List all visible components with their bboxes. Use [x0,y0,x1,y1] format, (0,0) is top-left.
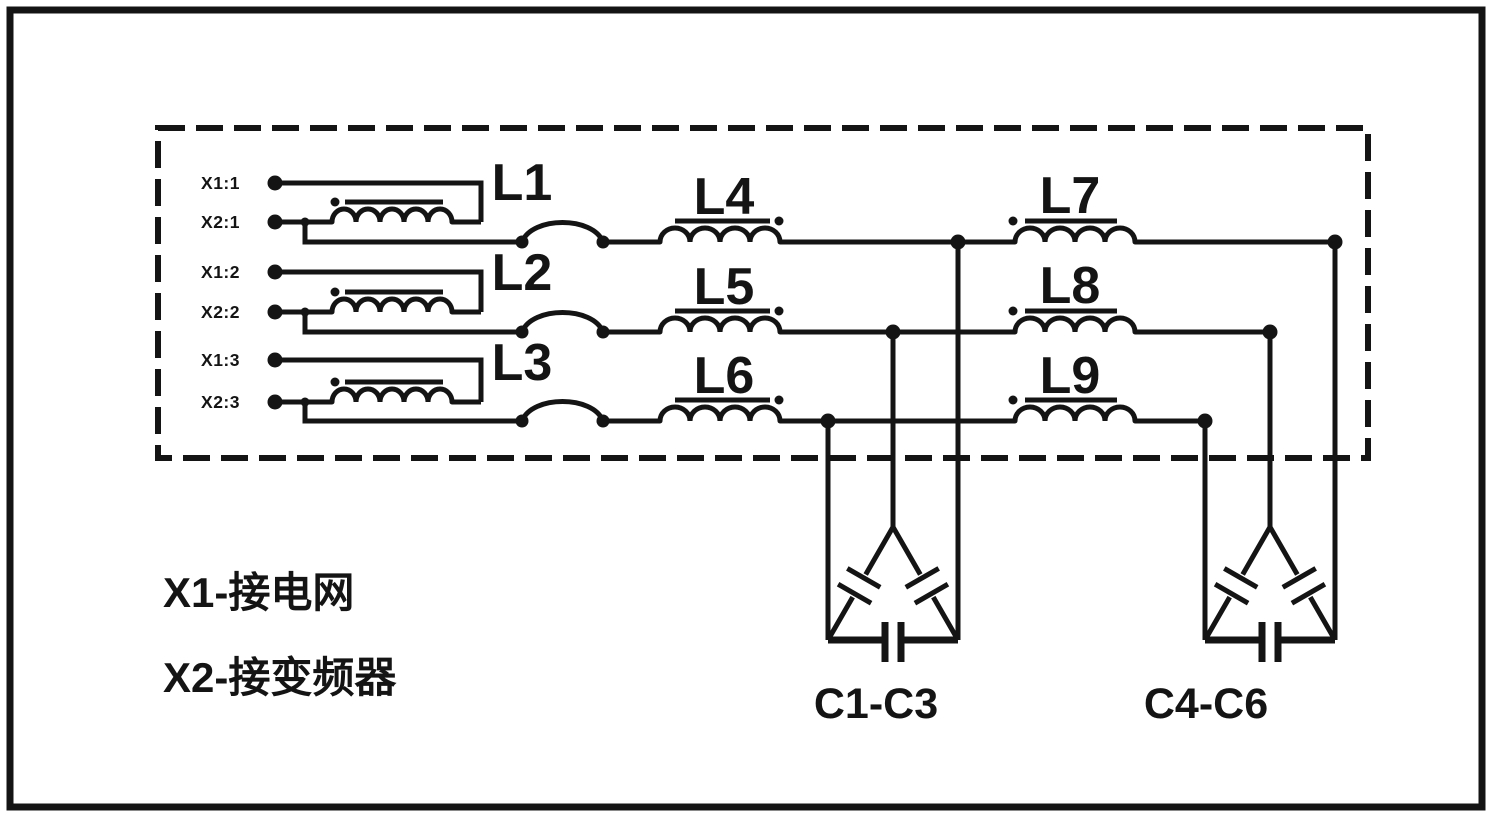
phase-1-circuit [267,175,1343,250]
phase-2-circuit [267,264,1278,340]
phase-3-circuit [267,352,1213,429]
junction-dot [596,325,610,339]
terminal-label-x2-3: X2:3 [201,392,240,412]
delta-capacitor-symbol-2 [1202,525,1338,662]
inductor-l8-polarity-dot [1008,306,1018,316]
inductor-l4-polarity-dot [774,216,784,226]
inductor-label-l9: L9 [1040,347,1101,405]
inductor-l7-coil [1012,225,1138,245]
junction-dot [300,397,310,407]
inductor-l4-coil [657,225,783,245]
terminal-x1-1-dot [267,175,283,191]
inductor-l7-polarity-dot [1008,216,1018,226]
terminal-label-x2-1: X2:1 [201,212,240,232]
inductor-l2-coil [329,296,455,315]
inductor-label-l8: L8 [1040,257,1101,315]
inductor-l8-coil [1012,315,1138,335]
inductor-label-l6: L6 [694,347,755,405]
terminal-x1-2-dot [267,264,283,280]
junction-dot [300,307,310,317]
inductor-l9-polarity-dot [1008,395,1018,405]
inductor-l5-polarity-dot [774,306,784,316]
delta-slant-capacitors [825,525,961,642]
junction-dot [515,325,529,339]
terminal-label-x2-2: X2:2 [201,302,240,322]
inductor-label-l5: L5 [694,258,755,316]
capacitor-bank-label-c4-c6: C4-C6 [1144,680,1268,728]
delta-capacitor-symbol-1 [825,525,961,662]
legend-x1-grid: X1-接电网 [163,569,354,616]
junction-dot [596,414,610,428]
capacitor-bank-label-c1-c3: C1-C3 [814,680,938,728]
junction-dot [596,235,610,249]
inductor-label-l2: L2 [492,244,553,302]
phase-1-wire-hop [519,220,606,244]
capacitor-bank-2 [1202,242,1338,662]
legend-x2-inverter: X2-接变频器 [163,654,397,701]
inductor-label-l3: L3 [492,334,553,392]
terminal-x1-3-dot [267,352,283,368]
inductor-l3-polarity-dot [330,377,340,387]
inductor-l6-coil [657,404,783,424]
delta-bottom-capacitor [828,622,958,662]
junction-dot [300,217,310,227]
terminal-label-x1-1: X1:1 [201,173,240,193]
phase-3-wire-hop [519,399,606,423]
inductor-l6-polarity-dot [774,395,784,405]
inductor-label-l1: L1 [492,154,553,212]
capacitor-bank-2-legs [1202,242,1338,640]
capacitor-bank-1-legs [825,242,961,640]
filter-enclosure-dashed-box [155,125,1371,461]
capacitor-bank-1 [825,242,961,662]
terminal-x2-3-dot [267,394,283,410]
inductor-label-l4: L4 [694,168,755,226]
terminal-label-x1-3: X1:3 [201,350,240,370]
junction-dot [515,414,529,428]
phase-2-wire-hop [519,310,606,334]
terminal-x2-2-dot [267,304,283,320]
inductor-label-l7: L7 [1040,167,1101,225]
terminal-label-x1-2: X1:2 [201,262,240,282]
figure-border [6,6,1486,811]
inductor-l3-coil [329,386,455,405]
inductor-l1-coil [329,206,455,225]
inductor-l9-coil [1012,404,1138,424]
inductor-l2-polarity-dot [330,287,340,297]
terminal-x2-1-dot [267,214,283,230]
delta-bottom-capacitor [1205,622,1335,662]
inductor-l1-polarity-dot [330,197,340,207]
junction-dot [515,235,529,249]
inductor-l5-coil [657,315,783,335]
delta-slant-capacitors [1202,525,1338,642]
